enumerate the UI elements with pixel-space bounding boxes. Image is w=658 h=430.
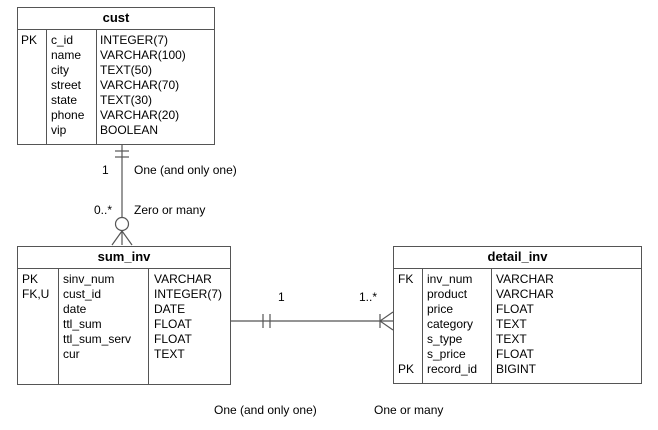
field-name: sinv_num bbox=[63, 272, 115, 286]
field-type: VARCHAR(100) bbox=[100, 48, 186, 62]
field-type: FLOAT bbox=[496, 302, 534, 316]
cust-side-label: One (and only one) bbox=[134, 163, 237, 177]
key-cell: PK bbox=[398, 362, 415, 376]
key-cell bbox=[21, 93, 46, 108]
field-name: ttl_sum bbox=[63, 317, 102, 331]
field-name: city bbox=[51, 63, 69, 77]
field-type: VARCHAR bbox=[496, 272, 554, 286]
crowfoot-lower bbox=[379, 320, 394, 331]
sum-side-label: Zero or many bbox=[134, 203, 206, 217]
field-type: BIGINT bbox=[496, 362, 537, 376]
field-type: DATE bbox=[154, 302, 186, 316]
field-type: INTEGER(7) bbox=[100, 33, 169, 47]
field-name: s_price bbox=[427, 347, 466, 361]
key-cell: PK bbox=[21, 33, 38, 47]
key-cell bbox=[22, 347, 59, 362]
field-name: cur bbox=[63, 347, 80, 361]
field-type: INTEGER(7) bbox=[154, 287, 223, 301]
key-cell bbox=[22, 302, 59, 317]
field-type: TEXT bbox=[154, 347, 185, 361]
field-type: VARCHAR bbox=[496, 287, 554, 301]
entity-title: cust bbox=[18, 8, 214, 30]
field-type: TEXT(50) bbox=[100, 63, 153, 77]
entity-title: detail_inv bbox=[394, 247, 641, 269]
field-name: s_type bbox=[427, 332, 463, 346]
field-type: TEXT(30) bbox=[100, 93, 153, 107]
crowfoot-right bbox=[121, 230, 133, 246]
key-cell bbox=[21, 48, 46, 63]
sum-detail-left-label: One (and only one) bbox=[214, 403, 317, 417]
key-cell: FK,U bbox=[22, 287, 50, 301]
field-name: price bbox=[427, 302, 454, 316]
sum-detail-right-multiplicity: 1..* bbox=[359, 290, 378, 304]
field-type: VARCHAR bbox=[154, 272, 212, 286]
key-cell bbox=[398, 347, 423, 362]
field-name: ttl_sum_serv bbox=[63, 332, 132, 346]
key-cell: FK bbox=[398, 272, 414, 286]
zero-optional-circle bbox=[114, 216, 130, 232]
field-name: date bbox=[63, 302, 87, 316]
field-name: cust_id bbox=[63, 287, 102, 301]
entity-title: sum_inv bbox=[18, 247, 230, 269]
field-type: FLOAT bbox=[154, 317, 192, 331]
cust-side-multiplicity: 1 bbox=[102, 163, 109, 177]
key-cell bbox=[398, 302, 423, 317]
field-name: vip bbox=[51, 123, 67, 137]
field-name: category bbox=[427, 317, 474, 331]
key-cell bbox=[21, 123, 46, 138]
key-cell bbox=[398, 317, 423, 332]
sum-detail-right-label: One or many bbox=[374, 403, 444, 417]
crowfoot-left bbox=[111, 230, 123, 246]
field-type: FLOAT bbox=[154, 332, 192, 346]
field-name: inv_num bbox=[427, 272, 473, 286]
key-column: FK PK bbox=[398, 268, 423, 383]
sum-detail-left-multiplicity: 1 bbox=[278, 290, 285, 304]
field-name: phone bbox=[51, 108, 85, 122]
field-type: BOOLEAN bbox=[100, 123, 159, 137]
field-name: name bbox=[51, 48, 82, 62]
key-cell bbox=[21, 78, 46, 93]
field-type: TEXT bbox=[496, 317, 527, 331]
field-type: TEXT bbox=[496, 332, 527, 346]
sum-side-multiplicity: 0..* bbox=[94, 203, 113, 217]
field-name: product bbox=[427, 287, 468, 301]
key-cell bbox=[22, 317, 59, 332]
field-name: street bbox=[51, 78, 82, 92]
key-cell: PK bbox=[22, 272, 39, 286]
field-type: FLOAT bbox=[496, 347, 534, 361]
key-cell bbox=[21, 63, 46, 78]
key-cell bbox=[398, 332, 423, 347]
key-cell bbox=[22, 332, 59, 347]
field-name: state bbox=[51, 93, 78, 107]
key-cell bbox=[398, 287, 423, 302]
field-name: c_id bbox=[51, 33, 74, 47]
key-column: PK bbox=[21, 29, 46, 144]
type-column: INTEGER(7)VARCHAR(100)TEXT(50)VARCHAR(70… bbox=[96, 29, 214, 144]
field-type: VARCHAR(20) bbox=[100, 108, 180, 122]
field-type: VARCHAR(70) bbox=[100, 78, 180, 92]
field-name: record_id bbox=[427, 362, 478, 376]
crowfoot-upper bbox=[379, 311, 394, 322]
key-cell bbox=[21, 108, 46, 123]
